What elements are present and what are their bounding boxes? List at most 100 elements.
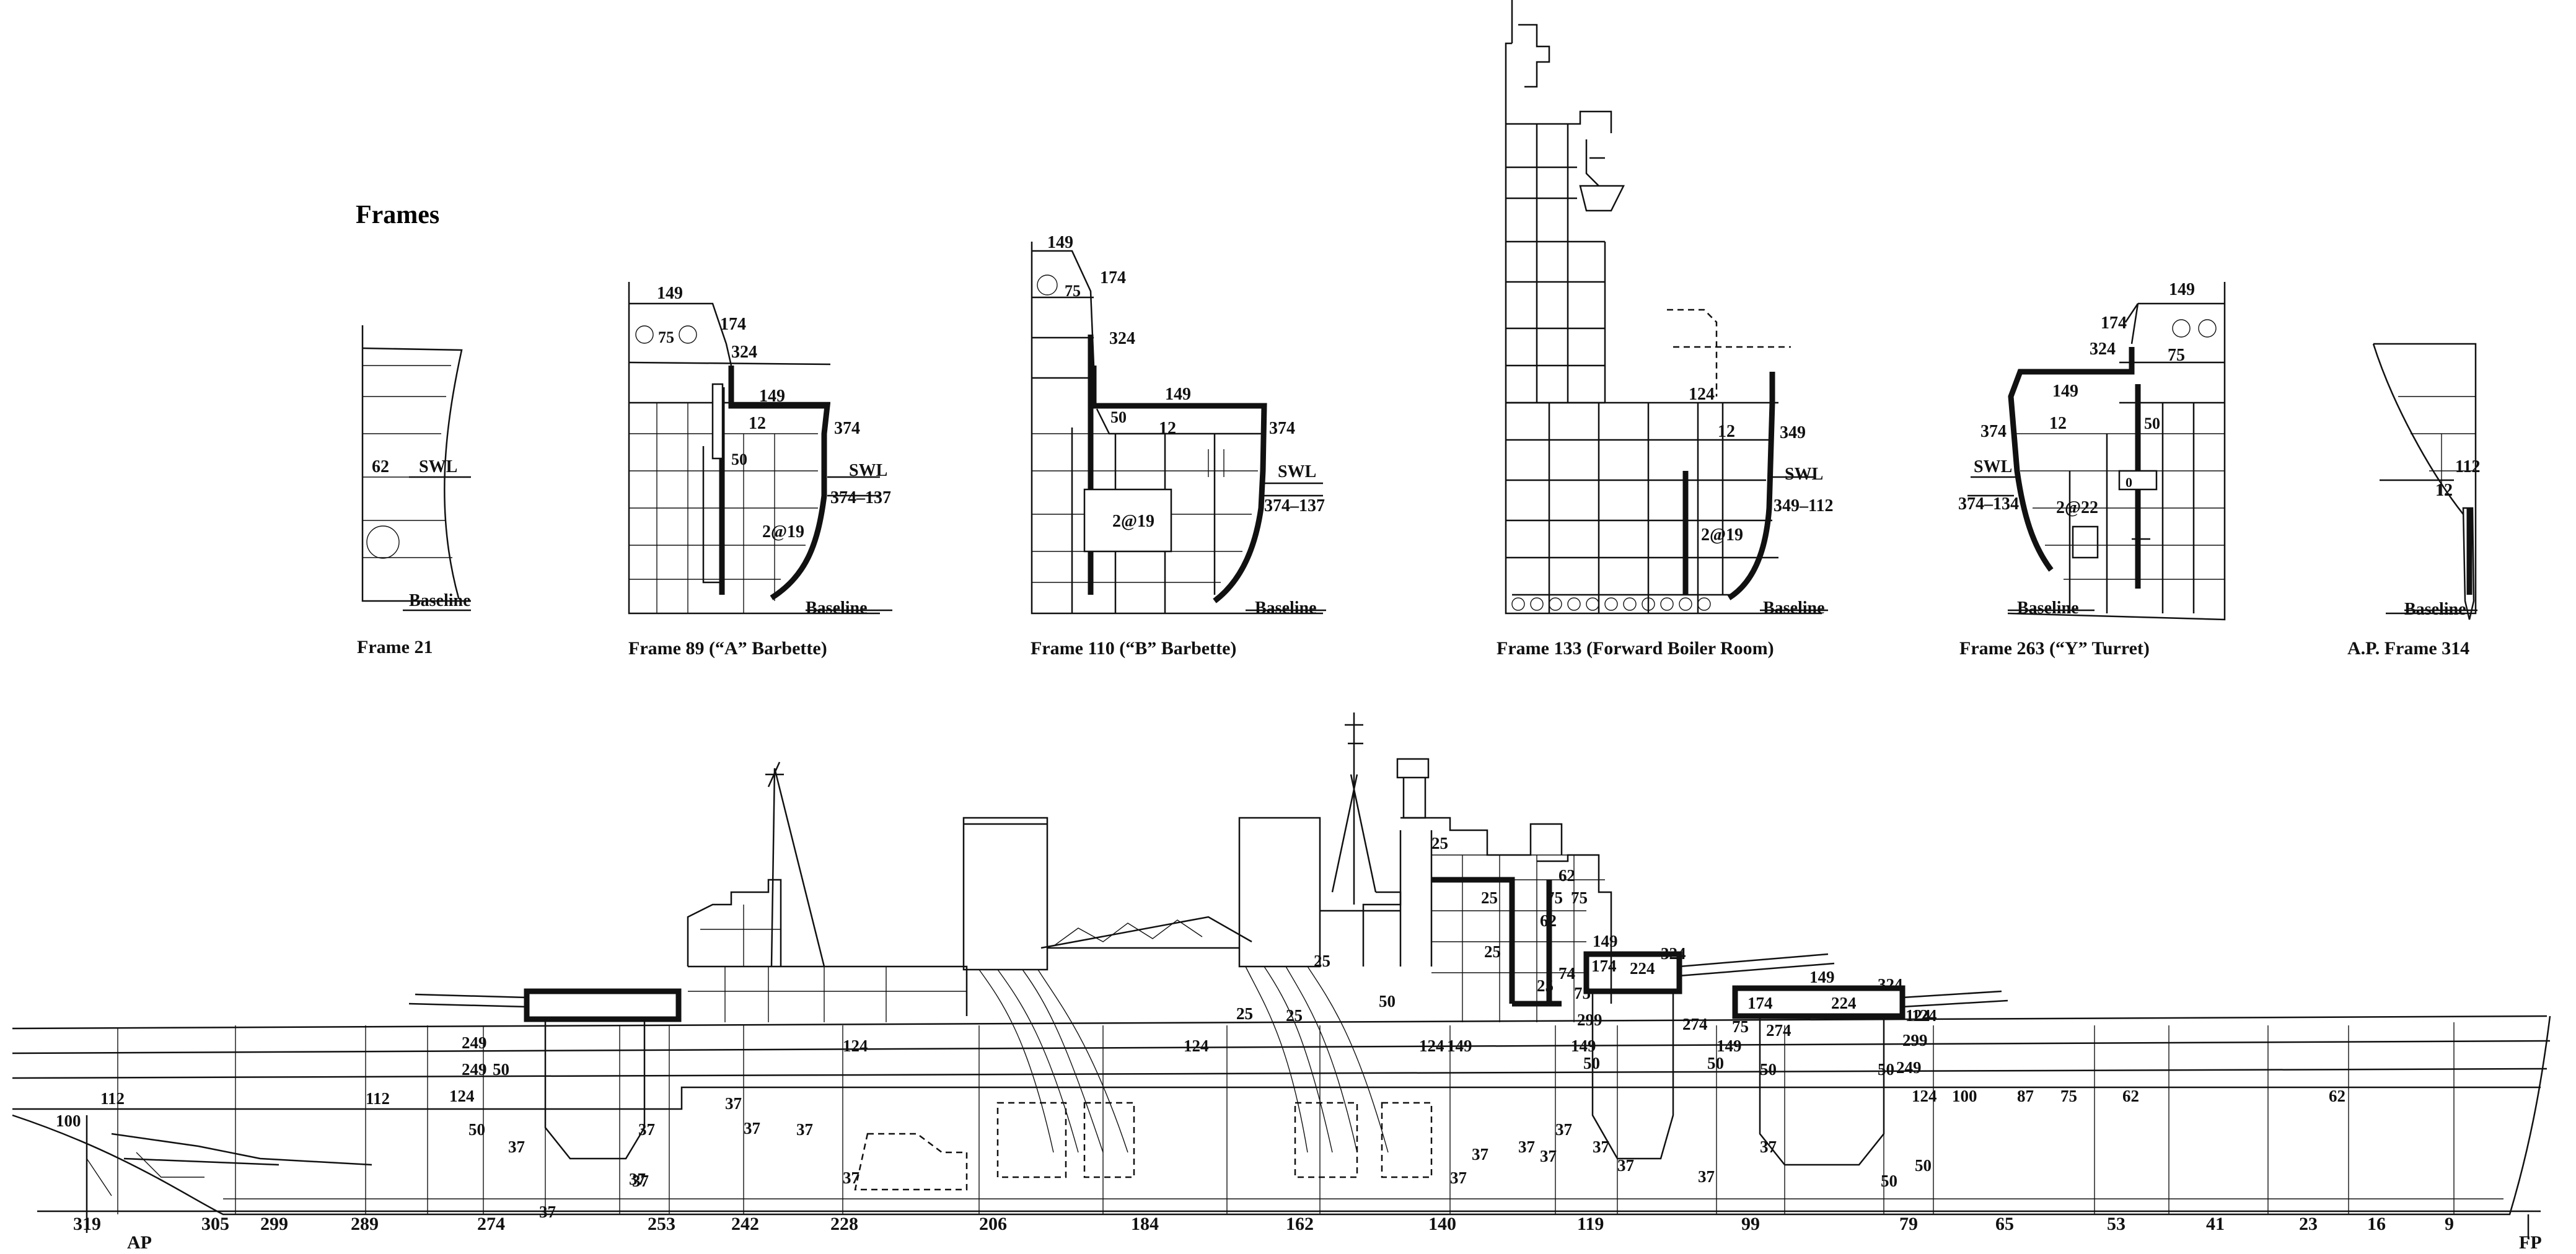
frame-89-label: 12 bbox=[749, 414, 766, 433]
profile-label: 112 bbox=[366, 1089, 390, 1108]
frame-133-label: 349 bbox=[1780, 423, 1806, 442]
profile-label: 25 bbox=[1236, 1004, 1253, 1023]
frame-314-label: 112 bbox=[2455, 457, 2480, 476]
frame-110-label: 149 bbox=[1047, 233, 1073, 252]
frame-110-label: 174 bbox=[1100, 268, 1126, 287]
frame-number: 289 bbox=[351, 1214, 379, 1234]
frame-89-label: 174 bbox=[720, 315, 746, 334]
frame-110-label: 374–137 bbox=[1264, 496, 1325, 515]
profile-label: 75 bbox=[1574, 984, 1591, 1002]
profile-label: 50 bbox=[1878, 1060, 1894, 1079]
profile-label: 25 bbox=[1314, 952, 1330, 970]
profile-label: 249 bbox=[1896, 1058, 1922, 1077]
frame-89-label: 75 bbox=[658, 328, 674, 346]
frame-110-label: 374 bbox=[1269, 419, 1295, 438]
frame-21-caption: Frame 21 bbox=[357, 637, 433, 657]
frame-21-label: Baseline bbox=[409, 591, 471, 610]
frame-263-label: 149 bbox=[2052, 382, 2078, 401]
frame-number: AP bbox=[127, 1232, 152, 1253]
profile-label: 149 bbox=[1447, 1037, 1472, 1055]
frame-110-label: 324 bbox=[1109, 329, 1135, 348]
frame-21-label: 62 bbox=[372, 457, 389, 476]
frame-89-label: 149 bbox=[657, 284, 683, 303]
frames-heading: Frames bbox=[356, 201, 439, 229]
frame-number: 9 bbox=[2445, 1214, 2454, 1234]
profile-label: 75 bbox=[1571, 888, 1588, 907]
frame-263-label: 174 bbox=[2101, 314, 2127, 333]
profile-label: 124 bbox=[1419, 1037, 1444, 1055]
frame-89-label: 2@19 bbox=[762, 522, 804, 542]
profile-label: 299 bbox=[1902, 1031, 1928, 1050]
frame-110-label: 50 bbox=[1110, 408, 1127, 426]
frame-133-label: Baseline bbox=[1763, 598, 1825, 618]
frame-314-label: Baseline bbox=[2404, 600, 2466, 619]
frame-89-caption: Frame 89 (“A” Barbette) bbox=[628, 638, 827, 659]
frame-number: 319 bbox=[73, 1214, 101, 1234]
frame-number: 253 bbox=[648, 1214, 675, 1234]
frame-number: 99 bbox=[1741, 1214, 1760, 1234]
frame-number: 23 bbox=[2299, 1214, 2318, 1234]
profile-label: 274 bbox=[1766, 1021, 1791, 1040]
profile-label: 62 bbox=[2122, 1087, 2139, 1105]
frame-110-label: Baseline bbox=[1255, 598, 1317, 618]
profile-label: 62 bbox=[1540, 911, 1557, 930]
frame-number: 305 bbox=[201, 1214, 229, 1234]
frame-314-caption: A.P. Frame 314 bbox=[2347, 638, 2469, 659]
profile-label: 50 bbox=[1915, 1156, 1932, 1175]
profile-label: 149 bbox=[1571, 1037, 1596, 1055]
profile-label: 50 bbox=[1881, 1172, 1897, 1190]
profile-label: 37 bbox=[629, 1170, 646, 1188]
frame-110-label: SWL bbox=[1278, 462, 1316, 481]
frame-21-section: 62 SWL Baseline Frame 21 bbox=[357, 325, 471, 657]
profile-label: 149 bbox=[1809, 968, 1835, 986]
profile-label: 174 bbox=[1747, 994, 1773, 1012]
frame-number-scale: 319 AP 305 299 289 274 253 242 228 206 1… bbox=[73, 1214, 2542, 1253]
frame-89-label: 149 bbox=[759, 387, 785, 406]
profile-label: 37 bbox=[1617, 1156, 1634, 1175]
frame-89-label: 324 bbox=[731, 343, 757, 362]
profile-label: 37 bbox=[1518, 1138, 1535, 1156]
frame-133-label: 349–112 bbox=[1774, 496, 1833, 515]
frame-263-label: 2@22 bbox=[2056, 498, 2098, 517]
frame-263-label: 149 bbox=[2169, 280, 2195, 299]
frame-number: 41 bbox=[2206, 1214, 2225, 1234]
profile-label: 75 bbox=[1546, 888, 1563, 907]
ship-profile bbox=[12, 712, 2551, 1239]
profile-label: 249 bbox=[462, 1060, 487, 1079]
frame-number: 140 bbox=[1428, 1214, 1456, 1234]
profile-label: 25 bbox=[1286, 1006, 1303, 1025]
profile-label: 50 bbox=[1379, 992, 1396, 1011]
profile-label: 274 bbox=[1682, 1015, 1708, 1033]
profile-label: 37 bbox=[725, 1094, 742, 1113]
frame-110-caption: Frame 110 (“B” Barbette) bbox=[1031, 638, 1236, 659]
profile-label: 37 bbox=[796, 1120, 813, 1139]
profile-label: 299 bbox=[1577, 1011, 1602, 1029]
profile-label: 112 bbox=[100, 1089, 125, 1108]
profile-label: 25 bbox=[1236, 1004, 1253, 1023]
profile-label: 37 bbox=[1698, 1167, 1715, 1186]
profile-label: 124 bbox=[449, 1087, 475, 1105]
profile-label: 124 bbox=[1912, 1087, 1937, 1105]
profile-label: 37 bbox=[1555, 1120, 1572, 1139]
frame-314-label: 12 bbox=[2435, 481, 2453, 500]
frame-number: 65 bbox=[1995, 1214, 2014, 1234]
frame-number: 119 bbox=[1577, 1214, 1604, 1234]
profile-label: 149 bbox=[1593, 932, 1618, 950]
profile-label: 100 bbox=[56, 1112, 81, 1130]
profile-label: 50 bbox=[493, 1060, 509, 1079]
profile-label: 149 bbox=[1717, 1037, 1742, 1055]
frame-263-label: 0 bbox=[2125, 475, 2132, 490]
profile-label: 75 bbox=[1732, 1017, 1749, 1036]
profile-label: 124 bbox=[1184, 1037, 1209, 1055]
frame-number: 184 bbox=[1131, 1214, 1159, 1234]
frame-133-label: 124 bbox=[1689, 385, 1715, 404]
profile-label: 37 bbox=[843, 1168, 859, 1187]
profile-label: 74 bbox=[1558, 964, 1575, 983]
frame-110-label: 2@19 bbox=[1112, 512, 1154, 531]
frame-314-section: 112 12 Baseline A.P. Frame 314 bbox=[2347, 343, 2480, 659]
frame-number: 242 bbox=[731, 1214, 759, 1234]
frame-89-section: 149 75 174 324 149 12 374 50 SWL 374–137… bbox=[628, 282, 892, 659]
profile-label: 25 bbox=[1481, 888, 1498, 907]
frame-110-label: 149 bbox=[1165, 385, 1191, 404]
